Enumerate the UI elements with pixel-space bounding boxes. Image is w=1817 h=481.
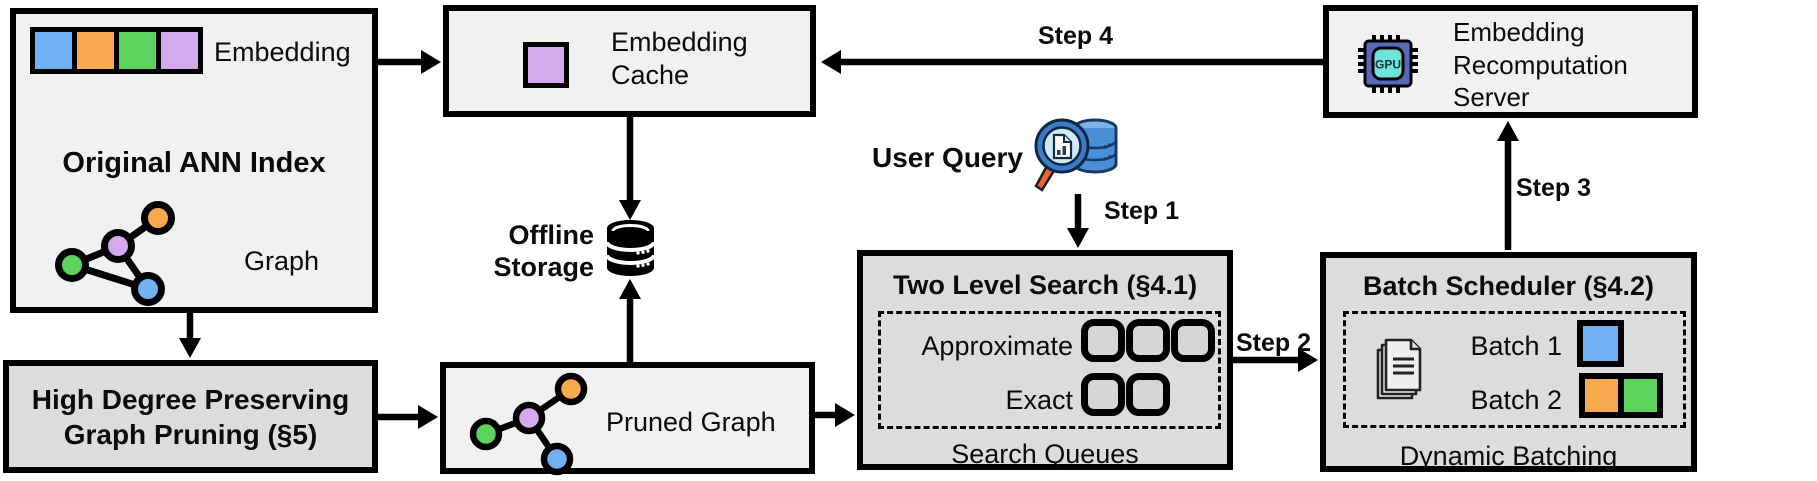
embedding-vector-icon: [30, 27, 203, 74]
arrow-pruning-to-pruned: [376, 405, 438, 429]
graph-node-green: [55, 248, 89, 282]
arrow-cache-to-storage: [619, 115, 641, 220]
recomputation-server-box: GPU Embedding Recomputation Server: [1323, 5, 1698, 118]
ann-index-title: Original ANN Index: [62, 147, 326, 179]
arrow-ann-to-pruning: [179, 311, 201, 358]
graph-node-green: [469, 417, 503, 451]
graph-node-purple: [101, 229, 135, 263]
user-query-icon: [1034, 118, 1118, 192]
embedding-cell-orange: [77, 32, 114, 69]
graph-node-orange: [554, 372, 588, 406]
queue-slot: [1126, 373, 1170, 416]
graph-label: Graph: [244, 246, 320, 276]
two-level-search-title: Two Level Search (§4.1): [892, 270, 1198, 300]
gpu-chip-core: [1371, 46, 1405, 81]
arrow-server-to-cache: [821, 50, 1325, 74]
batch1-square-blue: [1577, 320, 1624, 367]
embedding-cell-green: [119, 32, 156, 69]
arrow-pruned-to-storage: [619, 279, 641, 364]
gpu-icon: GPU: [1358, 35, 1418, 93]
two-level-search-box: Two Level Search (§4.1) Approximate Exac…: [857, 250, 1233, 470]
arrow-query-to-search: [1067, 194, 1089, 248]
pruned-graph-icon: [469, 372, 588, 476]
graph-node-purple: [512, 401, 546, 435]
approximate-queue-slots: [1081, 319, 1215, 362]
exact-queue-slots: [1081, 373, 1170, 416]
queue-slot: [1171, 319, 1215, 362]
offline-storage-label: Offline Storage: [493, 220, 594, 283]
embedding-cache-label: Embedding Cache: [611, 27, 748, 90]
arrow-ann-to-cache: [376, 50, 441, 74]
step1-label: Step 1: [1104, 197, 1180, 225]
step3-label: Step 3: [1516, 174, 1592, 202]
step2-label: Step 2: [1236, 329, 1312, 357]
exact-label: Exact: [1005, 385, 1073, 415]
embedding-label: Embedding: [214, 37, 351, 67]
batch-scheduler-title: Batch Scheduler (§4.2): [1362, 271, 1655, 301]
search-queues-label: Search Queues: [951, 439, 1139, 469]
user-query-label: User Query: [872, 142, 1023, 173]
gpu-text: GPU: [1375, 58, 1401, 72]
batch2-square-green: [1618, 373, 1663, 418]
documents-icon: [1376, 338, 1422, 400]
batch1-label: Batch 1: [1470, 331, 1562, 361]
step4-label: Step 4: [1038, 22, 1114, 50]
queue-slot: [1126, 319, 1170, 362]
embedding-cell-purple: [161, 32, 198, 69]
cached-embedding-icon: [523, 42, 569, 88]
recomputation-server-label: Embedding Recomputation Server: [1453, 17, 1628, 112]
search-queues-dashed-box: [878, 311, 1221, 429]
batch2-square-orange: [1579, 373, 1624, 418]
batch2-label: Batch 2: [1470, 385, 1562, 415]
embedding-cache-box: Embedding Cache: [443, 5, 816, 117]
embedding-cell-blue: [35, 32, 72, 69]
graph-pruning-box: High Degree Preserving Graph Pruning (§5…: [3, 360, 378, 473]
graph-pruning-title: High Degree Preserving Graph Pruning (§5…: [31, 383, 350, 450]
arrow-pruned-to-search: [813, 403, 855, 427]
dynamic-batching-dashed-box: [1343, 311, 1686, 428]
graph-icon: [55, 201, 175, 306]
queue-slot: [1081, 373, 1125, 416]
batch2-squares: [1579, 373, 1663, 418]
approximate-label: Approximate: [921, 331, 1073, 361]
queue-slot: [1081, 319, 1125, 362]
offline-storage-icon: [605, 220, 656, 276]
graph-node-orange: [141, 201, 175, 235]
original-ann-index-box: Embedding Original ANN Index Graph: [10, 8, 378, 313]
pruned-graph-label: Pruned Graph: [606, 407, 776, 437]
pruned-graph-box: Pruned Graph: [440, 362, 815, 476]
batch-scheduler-box: Batch Scheduler (§4.2) Batch 1 Batch 2 D…: [1320, 252, 1697, 472]
graph-node-blue: [540, 442, 574, 476]
dynamic-batching-label: Dynamic Batching: [1399, 441, 1618, 471]
graph-node-blue: [131, 272, 165, 306]
